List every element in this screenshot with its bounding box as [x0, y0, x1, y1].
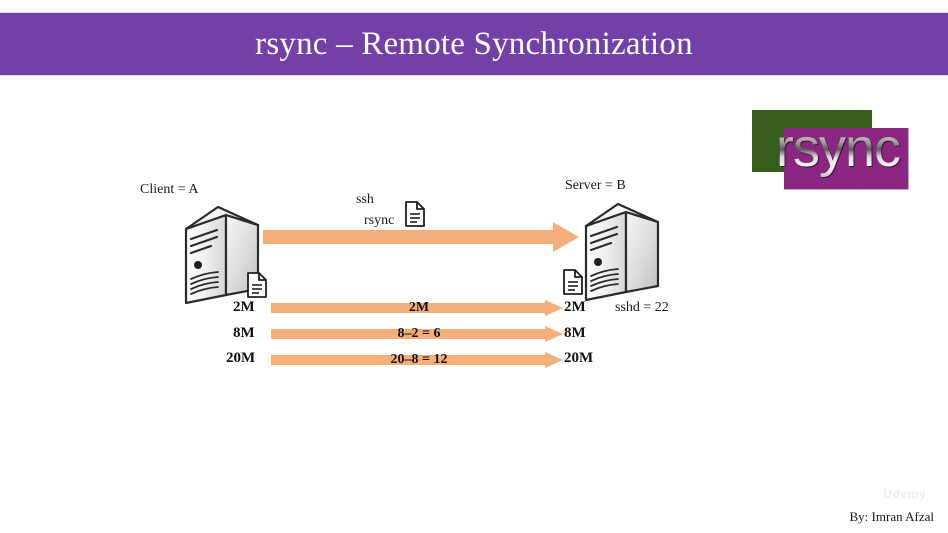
transfer-row-1-dest-size: 8M	[564, 325, 586, 341]
ssh-rsync-transfer-arrow	[263, 222, 579, 252]
transfer-row-0-arrow	[271, 300, 563, 316]
slide-title-bar: rsync – Remote Synchronization	[0, 12, 948, 76]
transfer-row-0-dest-size: 2M	[564, 299, 586, 315]
transfer-row-2-arrow	[271, 352, 563, 368]
page-title: rsync – Remote Synchronization	[255, 25, 693, 62]
ssh-protocol-label: ssh	[356, 192, 374, 207]
transfer-row-2-source-size: 20M	[226, 350, 256, 366]
transfer-row-0-delta: 2M	[408, 300, 430, 315]
logo-text: rsync	[776, 118, 901, 178]
server-document-icon	[563, 269, 583, 295]
transfer-row-1-arrow	[271, 326, 563, 342]
transfer-row-2-dest-size: 20M	[564, 350, 594, 366]
rsync-protocol-label: rsync	[364, 213, 395, 228]
server-server-tower-icon	[584, 202, 660, 302]
logo-purple-panel	[784, 128, 909, 190]
transfer-row-2-delta: 20–8 = 12	[390, 352, 448, 367]
transfer-row-1-delta: 8–2 = 6	[397, 326, 441, 341]
client-document-icon	[247, 272, 267, 298]
sshd-port-label: sshd = 22	[615, 300, 669, 315]
server-node-label: Server = B	[565, 178, 626, 193]
transfer-row-0-source-size: 2M	[233, 299, 255, 315]
transfer-document-icon	[405, 201, 425, 227]
transfer-row-1-source-size: 8M	[233, 325, 255, 341]
author-credit: By: Imran Afzal	[849, 509, 934, 524]
client-node-label: Client = A	[140, 182, 199, 197]
rsync-logo: rsync	[752, 110, 912, 195]
udemy-watermark: Udemy	[883, 487, 926, 501]
